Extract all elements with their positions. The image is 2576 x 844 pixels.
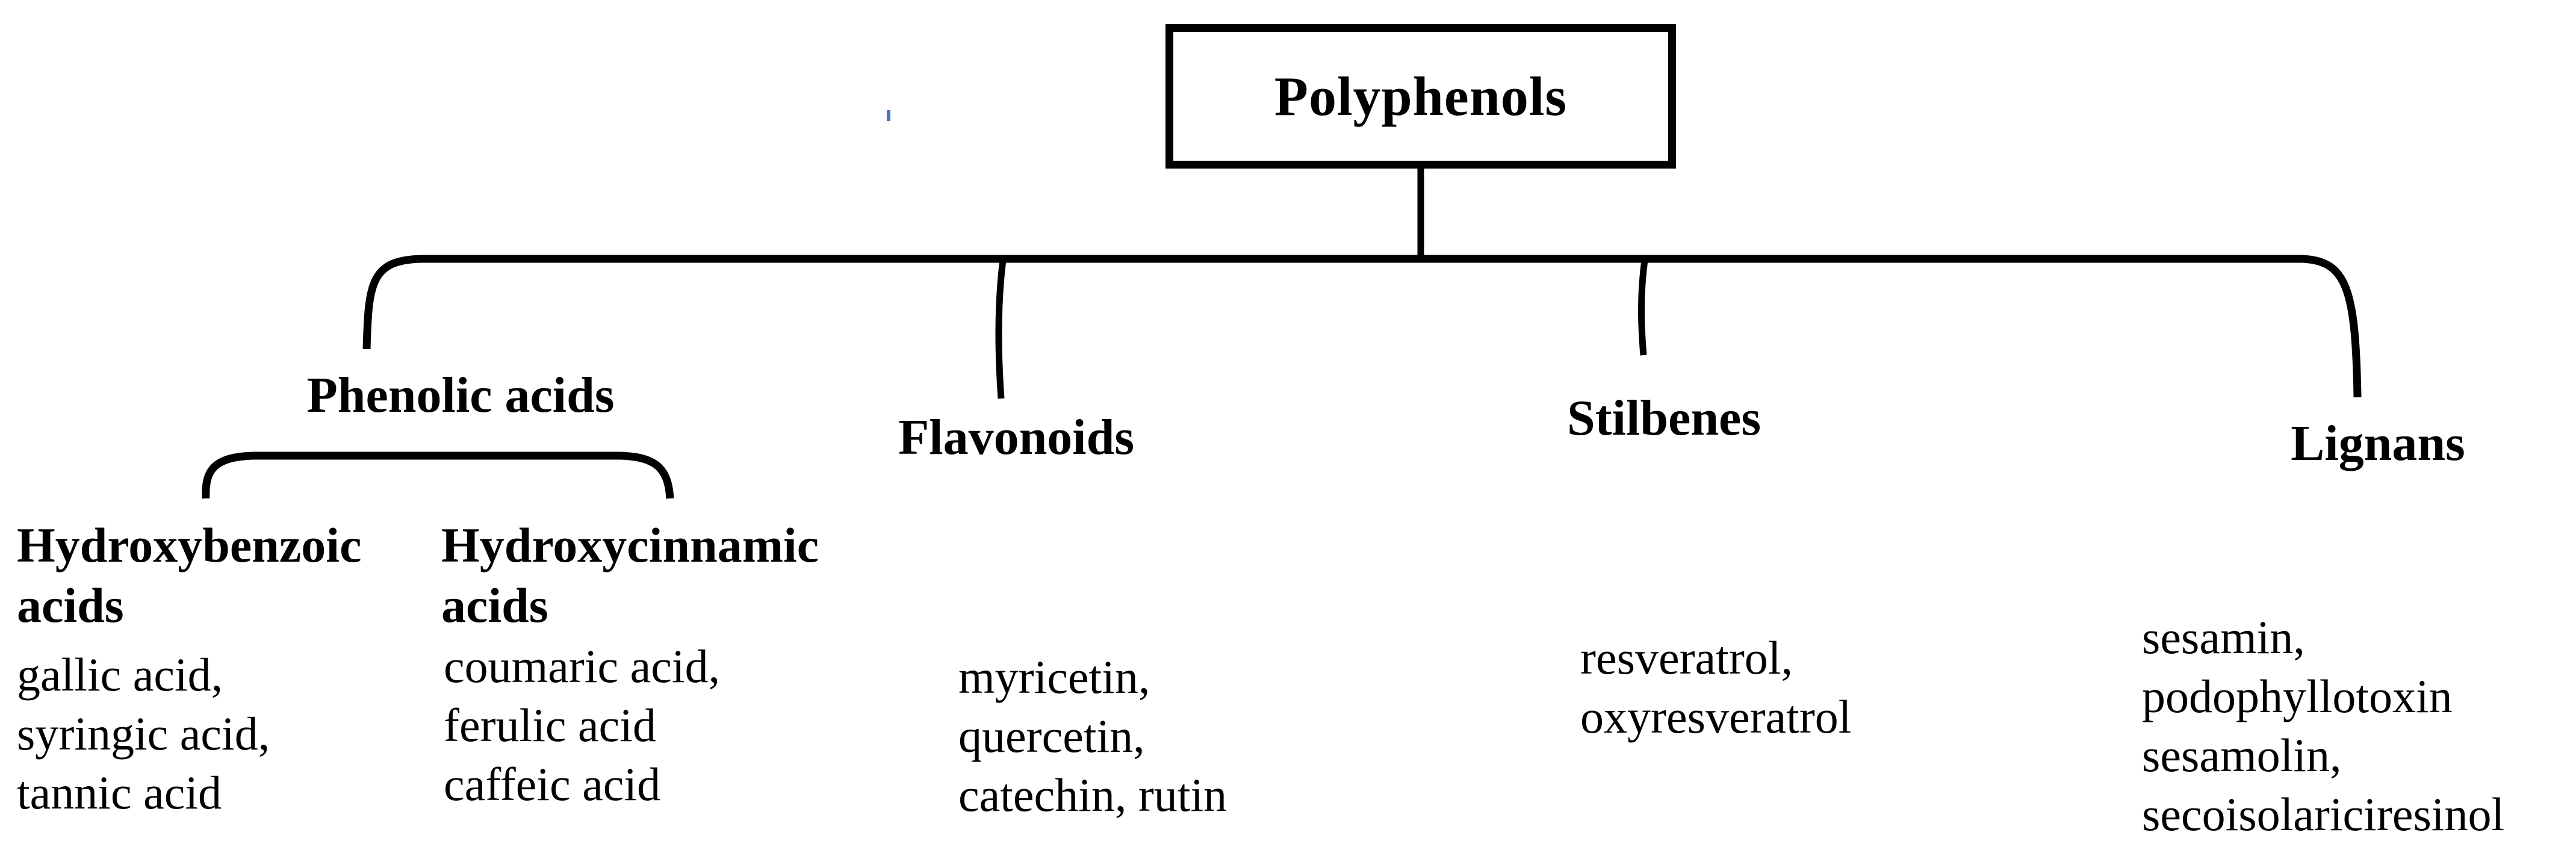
example-item: ferulic acid: [444, 699, 656, 751]
subbranch-label-line: Hydroxybenzoic: [17, 518, 362, 572]
flavonoids-drop-line: [995, 259, 1007, 399]
stilbenes-drop-line: [1638, 259, 1648, 356]
example-item: quercetin,: [958, 710, 1145, 762]
example-item: resveratrol,: [1580, 631, 1793, 684]
example-item: tannic acid: [17, 766, 222, 819]
example-item: caffeic acid: [444, 758, 661, 810]
example-item: podophyllotoxin: [2142, 670, 2453, 722]
subbranch-label-line: acids: [441, 578, 548, 633]
example-item: myricetin,: [958, 651, 1150, 703]
example-item: oxyresveratrol: [1580, 690, 1852, 743]
example-item: catechin, rutin: [958, 769, 1227, 821]
subbranch-label-hydroxycinnamic-acids: Hydroxycinnamic acids: [441, 515, 819, 636]
example-list-lignans: sesamin, podophyllotoxin sesamolin, seco…: [2142, 608, 2504, 844]
example-item: syringic acid,: [17, 707, 270, 760]
example-item: coumaric acid,: [444, 640, 721, 692]
root-node-label: Polyphenols: [1274, 66, 1568, 127]
main-bracket-line: [362, 255, 2362, 398]
branch-label-flavonoids: Flavonoids: [898, 409, 1135, 465]
root-node-box: Polyphenols: [1165, 24, 1676, 169]
example-list-stilbenes: resveratrol, oxyresveratrol: [1580, 628, 1851, 746]
branch-label-lignans: Lignans: [2291, 415, 2465, 471]
example-item: sesamolin,: [2142, 729, 2342, 781]
subbranch-label-line: Hydroxycinnamic: [441, 518, 819, 572]
example-list-hydroxybenzoic: gallic acid, syringic acid, tannic acid: [17, 645, 270, 822]
branch-label-phenolic-acids: Phenolic acids: [306, 367, 615, 423]
phenolic-sub-bracket-line: [202, 451, 674, 499]
example-list-hydroxycinnamic: coumaric acid, ferulic acid caffeic acid: [444, 637, 720, 814]
branch-label-stilbenes: Stilbenes: [1566, 390, 1761, 446]
example-item: sesamin,: [2142, 611, 2305, 663]
example-item: secoisolariciresinol: [2142, 788, 2505, 840]
blue-scan-artifact-dot: [887, 110, 890, 121]
subbranch-label-hydroxybenzoic-acids: Hydroxybenzoic acids: [17, 515, 361, 636]
subbranch-label-line: acids: [17, 578, 124, 633]
example-list-flavonoids: myricetin, quercetin, catechin, rutin: [958, 648, 1227, 825]
example-item: gallic acid,: [17, 648, 223, 701]
